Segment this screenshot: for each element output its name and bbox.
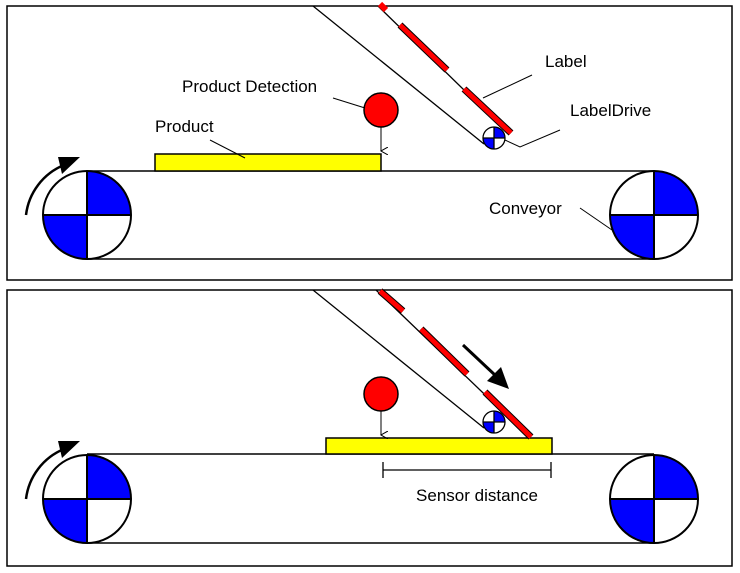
feed-direction-arrowhead-icon — [487, 367, 509, 389]
product-detection-caption: Product Detection — [182, 77, 317, 96]
feed-direction-arrow-icon — [461, 343, 498, 378]
sensor-distance-caption: Sensor distance — [416, 486, 538, 505]
conveyor-caption: Conveyor — [489, 199, 562, 218]
label-strip — [398, 23, 449, 72]
bottom-panel: Sensor distance — [6, 288, 733, 567]
roller-icon — [42, 170, 132, 260]
rotation-arrowhead-icon — [58, 157, 80, 174]
top-panel: Label LabelDrive Product Detection Produ… — [6, 1, 733, 281]
leader-line — [504, 129, 561, 148]
roller-icon — [42, 454, 132, 544]
product — [325, 437, 553, 455]
rotation-arrowhead-icon — [58, 441, 80, 458]
label-caption: Label — [545, 52, 587, 71]
liner-return — [312, 289, 485, 429]
label-strip — [483, 390, 533, 439]
product — [154, 153, 382, 172]
liner-return — [312, 5, 485, 145]
leader-line — [209, 139, 246, 159]
label-drive-roller-icon — [482, 126, 506, 150]
label-strip — [462, 87, 513, 135]
label-strip — [378, 289, 405, 313]
leader-line — [482, 74, 533, 99]
label-drive-roller-icon — [482, 410, 506, 434]
label-strip — [419, 327, 469, 376]
rotation-arrow-icon — [24, 447, 65, 500]
leader-line — [332, 97, 366, 109]
roller-icon — [609, 170, 699, 260]
rotation-arrow-icon — [24, 163, 65, 216]
product-detection-sensor — [363, 376, 399, 412]
product-caption: Product — [155, 117, 214, 136]
label-drive-caption: LabelDrive — [570, 101, 651, 120]
label-strip — [377, 1, 389, 13]
leader-line — [579, 207, 613, 231]
product-detection-sensor — [363, 92, 399, 128]
roller-icon — [609, 454, 699, 544]
